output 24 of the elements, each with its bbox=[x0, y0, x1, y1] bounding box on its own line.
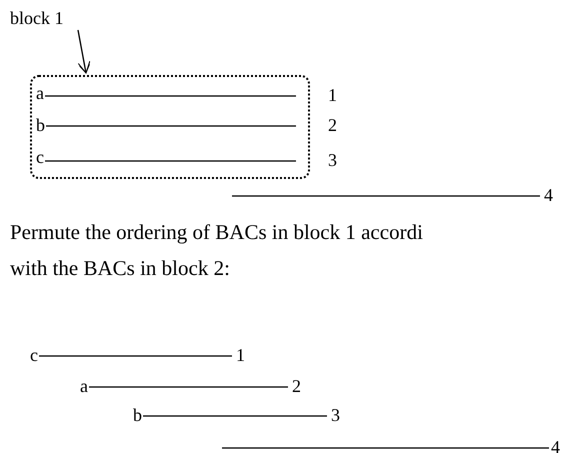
bac-label: c bbox=[30, 345, 38, 365]
dotted-group-box bbox=[30, 75, 310, 179]
position-number: 4 bbox=[551, 437, 560, 453]
position-number: 3 bbox=[331, 405, 340, 425]
bac-line bbox=[46, 125, 296, 127]
bac-line bbox=[39, 355, 232, 357]
bac-label: a bbox=[80, 376, 88, 396]
bac-line bbox=[232, 195, 540, 197]
position-number: 2 bbox=[328, 115, 337, 135]
bac-line bbox=[45, 95, 296, 97]
position-number: 3 bbox=[328, 150, 337, 170]
position-number: 1 bbox=[236, 345, 245, 365]
position-number: 1 bbox=[328, 85, 337, 105]
bac-label: c bbox=[36, 147, 44, 167]
bac-line bbox=[222, 447, 549, 449]
bac-line bbox=[89, 386, 288, 388]
bac-label: b bbox=[36, 115, 45, 135]
instruction-text: Permute the ordering of BACs in block 1 accordi with the BACs in block 2: bbox=[10, 219, 424, 282]
bac-line bbox=[143, 415, 327, 417]
position-number: 4 bbox=[544, 185, 553, 205]
bac-label: a bbox=[36, 83, 44, 103]
bac-label: b bbox=[133, 405, 142, 425]
block-label: block 1 bbox=[10, 8, 64, 28]
position-number: 2 bbox=[292, 376, 301, 396]
